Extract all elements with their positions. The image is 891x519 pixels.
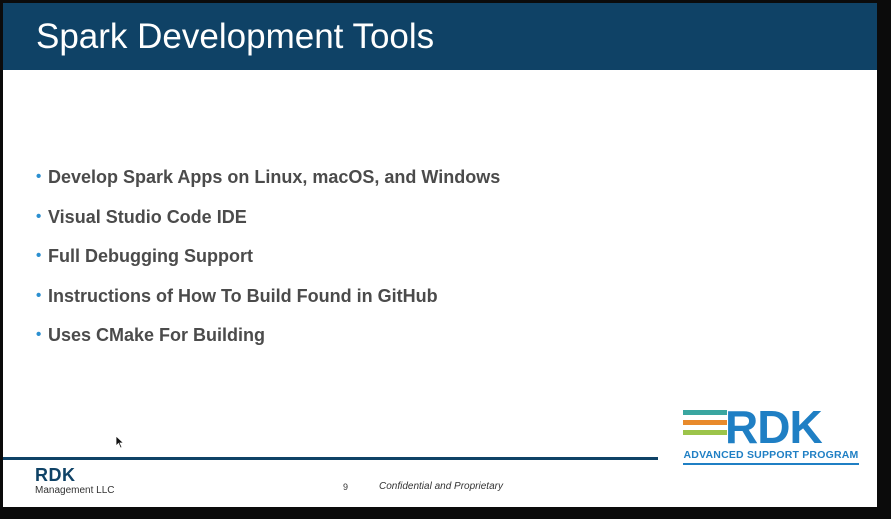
title-bar: Spark Development Tools (3, 3, 877, 70)
rdk-bar-green (683, 430, 727, 435)
bullet-text: Develop Spark Apps on Linux, macOS, and … (48, 167, 501, 187)
bullet-dot-icon: • (36, 247, 42, 264)
rdk-logo-underline (683, 463, 859, 465)
footer-company: Management LLC (35, 485, 115, 496)
bullet-dot-icon: • (36, 168, 42, 185)
bullet-dot-icon: • (36, 286, 42, 304)
slide-title: Spark Development Tools (36, 17, 435, 56)
bullet-text: Full Debugging Support (48, 246, 253, 266)
footer-logo: RDK (35, 465, 76, 485)
confidential-label: Confidential and Proprietary (379, 481, 503, 492)
rdk-logo-text: RDK (725, 401, 823, 453)
rdk-bars-icon (683, 410, 727, 445)
bullet-item: • Develop Spark Apps on Linux, macOS, an… (36, 165, 500, 205)
bullet-item: • Instructions of How To Build Found in … (36, 284, 500, 324)
rdk-bar-teal (683, 410, 727, 415)
bullet-list: • Develop Spark Apps on Linux, macOS, an… (36, 165, 500, 363)
bullet-item: • Full Debugging Support (36, 244, 500, 284)
rdk-bar-orange (683, 420, 727, 425)
rdk-logo-subtitle: ADVANCED SUPPORT PROGRAM (683, 449, 859, 461)
rdk-brand-logo: RDK ADVANCED SUPPORT PROGRAM (683, 404, 859, 468)
page-number: 9 (343, 482, 349, 492)
footer-divider (3, 457, 658, 460)
bullet-text: Uses CMake For Building (48, 325, 266, 345)
bullet-dot-icon: • (36, 207, 42, 225)
mouse-cursor-icon (115, 435, 125, 449)
bullet-text: Visual Studio Code IDE (48, 206, 247, 227)
bullet-dot-icon: • (36, 326, 42, 343)
bullet-item: • Uses CMake For Building (36, 323, 500, 363)
bullet-text: Instructions of How To Build Found in Gi… (48, 285, 438, 306)
bullet-item: • Visual Studio Code IDE (36, 205, 500, 245)
slide: Spark Development Tools • Develop Spark … (3, 3, 877, 507)
